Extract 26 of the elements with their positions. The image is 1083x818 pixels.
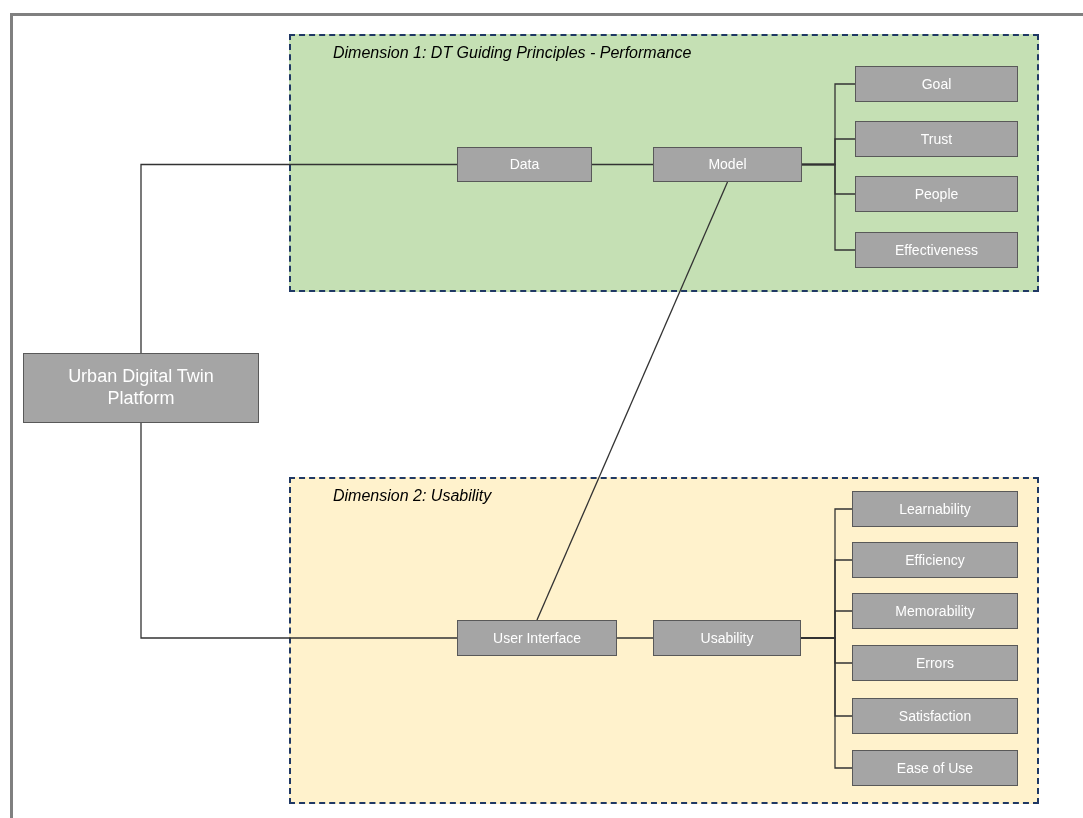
category-box: Learnability (852, 491, 1018, 527)
category-box: Trust (855, 121, 1018, 157)
connector-line (616, 637, 654, 639)
group-panel (289, 34, 1039, 292)
category-box: Efficiency (852, 542, 1018, 578)
category-box: Goal (855, 66, 1018, 102)
category-box: Errors (852, 645, 1018, 681)
category-box: People (855, 176, 1018, 212)
connector-line (800, 637, 853, 769)
category-box: Model (653, 147, 802, 182)
group-heading: Dimension 1: DT Guiding Principles - Performance (333, 44, 692, 62)
category-box: Effectiveness (855, 232, 1018, 268)
connector-line (591, 163, 654, 166)
group-panel (289, 477, 1039, 804)
category-box: Usability (653, 620, 801, 656)
category-box: Satisfaction (852, 698, 1018, 734)
category-box: Ease of Use (852, 750, 1018, 786)
connector-line (140, 422, 458, 639)
category-box: Memorability (852, 593, 1018, 629)
connector-line (140, 163, 458, 354)
connector-line (801, 163, 856, 251)
group-heading: Dimension 2: Usability (333, 487, 492, 505)
connector-line (536, 181, 729, 621)
category-box: Data (457, 147, 592, 182)
platform-box: Urban Digital Twin Platform (23, 353, 259, 423)
category-box: User Interface (457, 620, 617, 656)
